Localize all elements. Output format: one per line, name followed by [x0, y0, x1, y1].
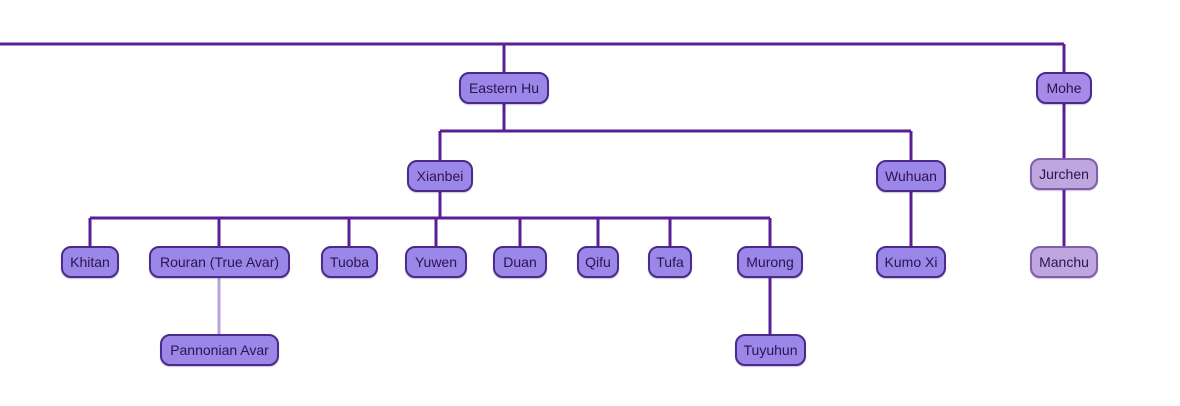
- node-wuhuan[interactable]: Wuhuan: [876, 160, 946, 192]
- node-duan[interactable]: Duan: [493, 246, 547, 278]
- node-eastern-hu[interactable]: Eastern Hu: [459, 72, 549, 104]
- node-pannonian-avar[interactable]: Pannonian Avar: [160, 334, 279, 366]
- node-murong[interactable]: Murong: [737, 246, 803, 278]
- node-tufa[interactable]: Tufa: [648, 246, 692, 278]
- node-jurchen[interactable]: Jurchen: [1030, 158, 1098, 190]
- node-xianbei[interactable]: Xianbei: [407, 160, 473, 192]
- node-manchu[interactable]: Manchu: [1030, 246, 1098, 278]
- node-mohe[interactable]: Mohe: [1036, 72, 1092, 104]
- node-khitan[interactable]: Khitan: [61, 246, 119, 278]
- node-yuwen[interactable]: Yuwen: [405, 246, 467, 278]
- node-kumo-xi[interactable]: Kumo Xi: [876, 246, 946, 278]
- node-tuyuhun[interactable]: Tuyuhun: [735, 334, 806, 366]
- node-tuoba[interactable]: Tuoba: [321, 246, 378, 278]
- node-rouran[interactable]: Rouran (True Avar): [149, 246, 290, 278]
- node-qifu[interactable]: Qifu: [577, 246, 619, 278]
